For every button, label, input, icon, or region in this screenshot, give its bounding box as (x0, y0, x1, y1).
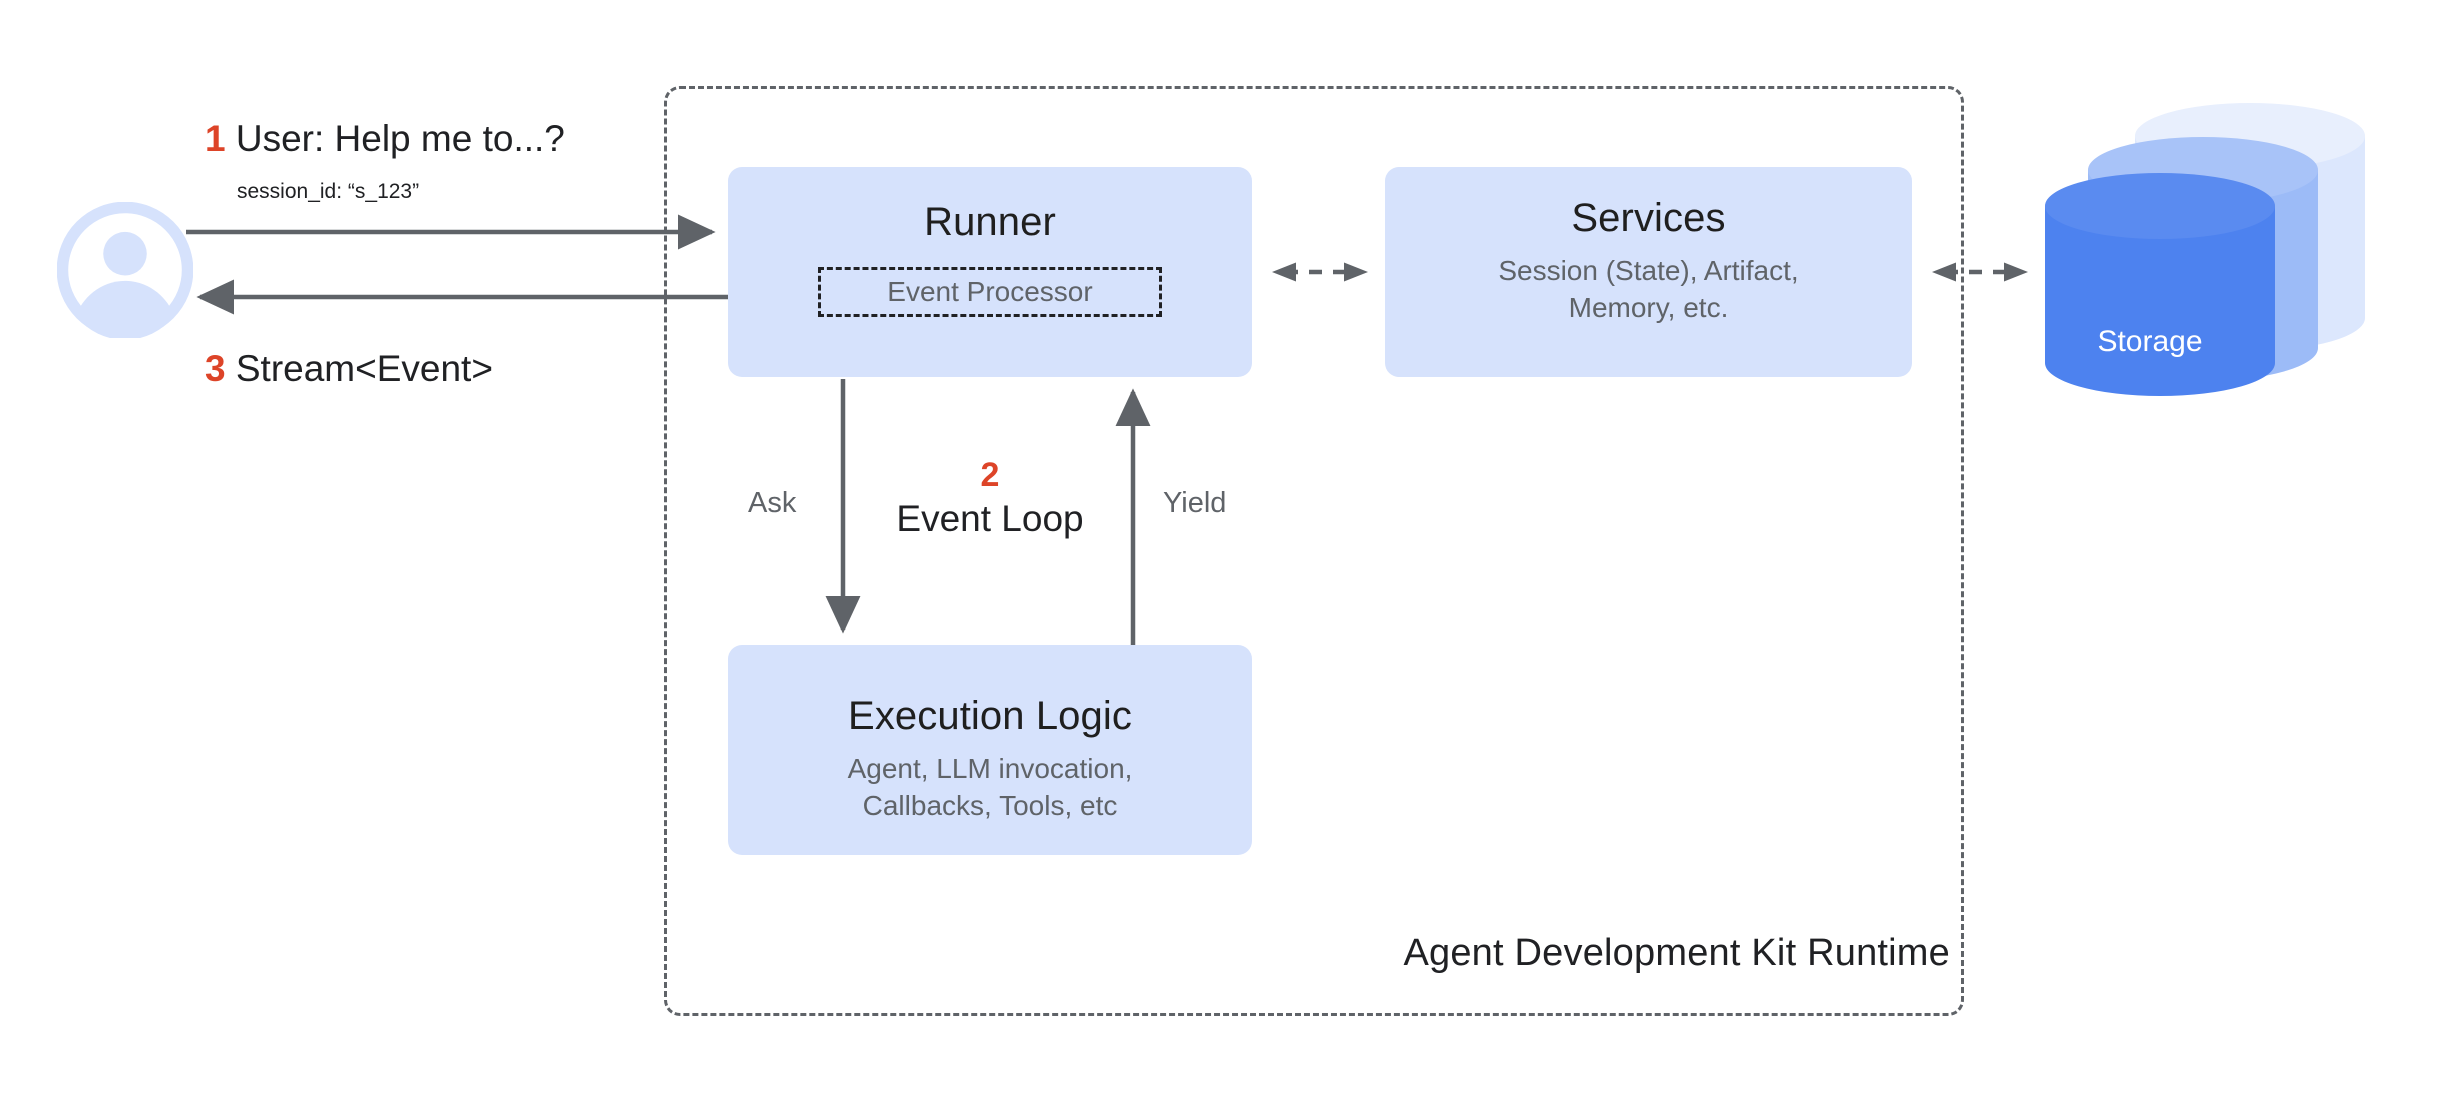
runner-title: Runner (924, 200, 1056, 244)
step-3-number: 3 (205, 348, 226, 389)
node-event-processor[interactable]: Event Processor (818, 267, 1162, 317)
services-title: Services (1571, 196, 1726, 240)
step-3-label: 3 Stream<Event> (205, 348, 493, 390)
services-subtitle: Session (State), Artifact, Memory, etc. (1498, 255, 1799, 323)
node-services[interactable]: Services Session (State), Artifact, Memo… (1385, 167, 1912, 377)
step-1-text: User: Help me to...? (235, 118, 565, 159)
step-3-text: Stream<Event> (235, 348, 493, 389)
node-execution-logic[interactable]: Execution Logic Agent, LLM invocation, C… (728, 645, 1252, 855)
user-avatar-icon (57, 202, 193, 338)
runtime-boundary (664, 86, 1964, 1016)
session-id-label: session_id: “s_123” (237, 180, 420, 203)
storage-cylinder-icon[interactable] (2035, 98, 2365, 398)
event-loop-label: 2 Event Loop (860, 455, 1120, 542)
step-1-number: 1 (205, 118, 226, 159)
runtime-title: Agent Development Kit Runtime (1403, 932, 1950, 974)
ask-label: Ask (748, 487, 797, 519)
execution-title: Execution Logic (848, 694, 1132, 738)
node-runner[interactable]: Runner Event Processor (728, 167, 1252, 377)
step-1-label: 1 User: Help me to...? (205, 118, 565, 160)
yield-label: Yield (1163, 487, 1227, 519)
event-processor-label: Event Processor (887, 276, 1093, 307)
execution-subtitle: Agent, LLM invocation, Callbacks, Tools,… (847, 753, 1133, 821)
storage-cylinder-front (2045, 173, 2275, 396)
step-2-number: 2 (980, 456, 1000, 494)
step-2-text: Event Loop (896, 498, 1084, 540)
